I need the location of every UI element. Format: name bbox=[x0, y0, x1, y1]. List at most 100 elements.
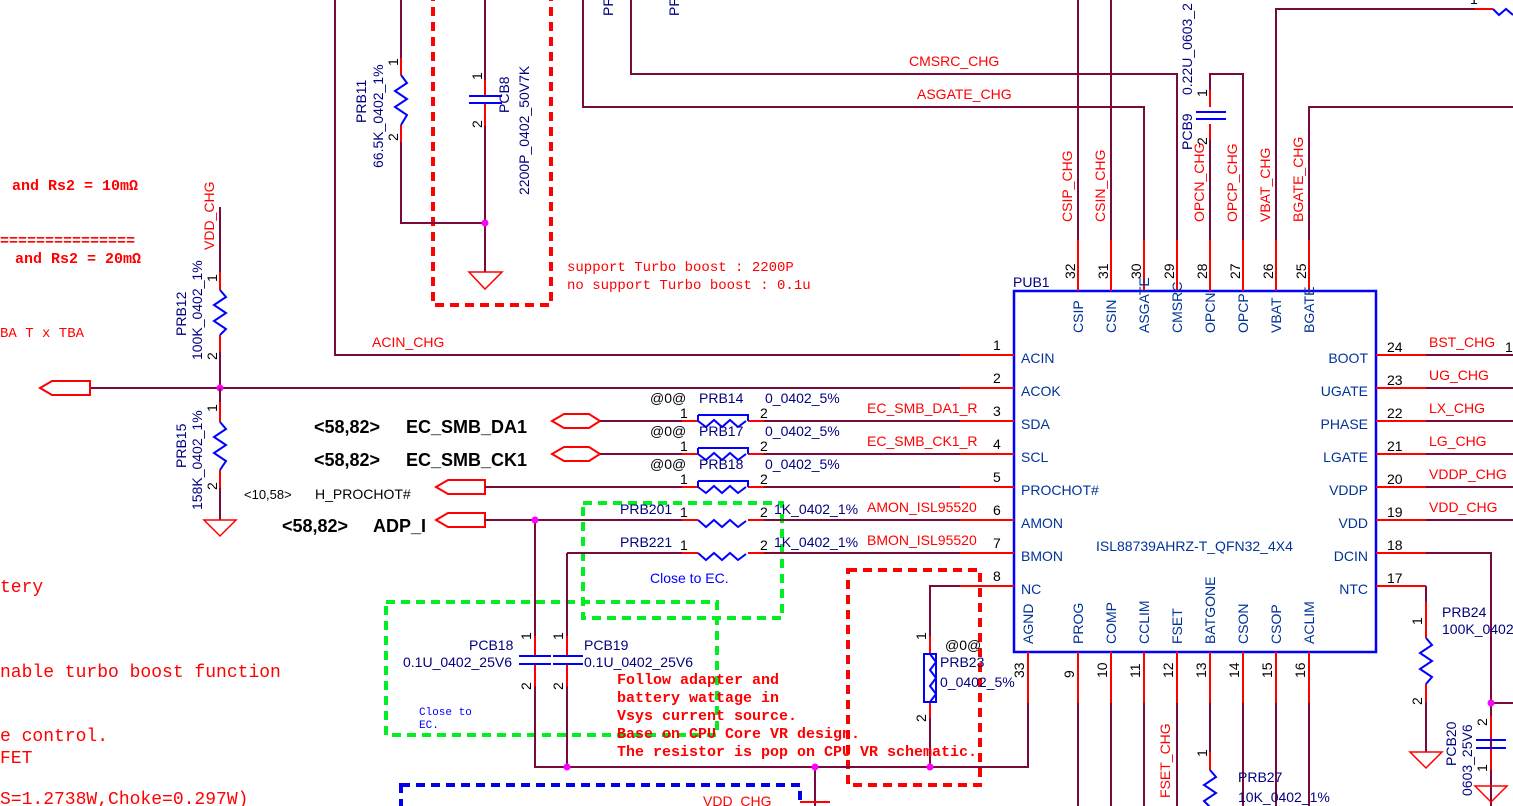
ic-pub1-body bbox=[1012, 289, 1378, 654]
net-label: OPCP_CHG bbox=[1224, 143, 1240, 222]
svg-text:PCB18: PCB18 bbox=[469, 637, 514, 653]
pin-number: 3 bbox=[993, 403, 1001, 419]
svg-text:2: 2 bbox=[1409, 697, 1425, 705]
svg-text:PRB12: PRB12 bbox=[173, 291, 189, 336]
net-amon: AMON_ISL95520 bbox=[867, 499, 977, 515]
pin-name: BATGONE bbox=[1202, 577, 1218, 644]
net-acin-chg: ACIN_CHG bbox=[372, 334, 444, 350]
pin-number: 20 bbox=[1387, 471, 1403, 487]
svg-text:PRB14: PRB14 bbox=[699, 390, 744, 406]
svg-text:2: 2 bbox=[204, 352, 220, 360]
pin-name: LGATE bbox=[1323, 449, 1368, 465]
pin-name: VBAT bbox=[1268, 297, 1284, 333]
svg-text:PRB201: PRB201 bbox=[620, 501, 672, 517]
pin-name: NTC bbox=[1339, 581, 1368, 597]
net-label: BGATE_CHG bbox=[1290, 137, 1306, 222]
acok-port-connector bbox=[38, 380, 91, 396]
pin-number: 6 bbox=[993, 502, 1001, 518]
svg-text:100K_0402_1%: 100K_0402_1% bbox=[189, 260, 205, 360]
pin-number: 31 bbox=[1095, 263, 1111, 279]
net-vdd-chg-left: VDD_CHG bbox=[201, 182, 217, 250]
pin-number: 22 bbox=[1387, 405, 1403, 421]
capacitor-pcb18: PCB18 0.1U_0402_25V6 1 2 bbox=[403, 632, 551, 690]
bottom-bus bbox=[534, 520, 1029, 806]
pin-name: SDA bbox=[1021, 416, 1050, 432]
svg-text:1: 1 bbox=[913, 632, 929, 640]
pin-number: 8 bbox=[993, 568, 1001, 584]
pin-name: VDDP bbox=[1329, 482, 1368, 498]
svg-text:battery wattage in: battery wattage in bbox=[617, 690, 779, 707]
ground-icon bbox=[467, 271, 504, 291]
svg-text:1K_0402_1%: 1K_0402_1% bbox=[774, 501, 858, 517]
svg-text:2200P_0402_50V7K: 2200P_0402_50V7K bbox=[516, 65, 532, 195]
pin-number: 27 bbox=[1227, 263, 1243, 279]
pin-number: 26 bbox=[1260, 263, 1276, 279]
svg-text:1: 1 bbox=[680, 438, 688, 454]
svg-text:1: 1 bbox=[385, 58, 401, 66]
note-follow-adapter: Follow adapter and battery wattage in Vs… bbox=[617, 672, 977, 761]
pin-number: 14 bbox=[1226, 662, 1242, 678]
pin-number: 7 bbox=[993, 535, 1001, 551]
pin-name: CSIN bbox=[1103, 300, 1119, 333]
net-fset-chg: FSET_CHG bbox=[1157, 723, 1173, 798]
net-vdd-chg-bottom: VDD_CHG bbox=[703, 793, 771, 806]
pin-number: 10 bbox=[1094, 662, 1110, 678]
pin-number: 25 bbox=[1293, 263, 1309, 279]
close-to-ec-box bbox=[581, 501, 784, 620]
note-close-ec-2: Close to bbox=[419, 707, 472, 719]
port-ck1-ref: <58,82> bbox=[314, 450, 380, 470]
svg-text:158K_0402_1%: 158K_0402_1% bbox=[189, 410, 205, 510]
pin-name: ACLIM bbox=[1301, 601, 1317, 644]
net-label: VDDP_CHG bbox=[1429, 466, 1507, 482]
svg-text:2: 2 bbox=[550, 682, 566, 690]
pin-name: NC bbox=[1021, 581, 1041, 597]
vdd-section-box bbox=[399, 783, 802, 806]
svg-text:1: 1 bbox=[518, 632, 534, 640]
svg-text:PRB23: PRB23 bbox=[940, 654, 985, 670]
ground-icon bbox=[1473, 785, 1509, 804]
pin-number: 12 bbox=[1160, 662, 1176, 678]
pin-name: DCIN bbox=[1334, 548, 1368, 564]
signal-wires bbox=[485, 420, 960, 554]
pin-number: 5 bbox=[993, 469, 1001, 485]
net-label: CSIP_CHG bbox=[1059, 150, 1075, 222]
port-prochot-name: H_PROCHOT# bbox=[315, 486, 411, 502]
svg-text:66.5K_0402_1%: 66.5K_0402_1% bbox=[370, 64, 386, 168]
svg-text:Vsys current source.: Vsys current source. bbox=[617, 708, 797, 725]
pin-name: FSET bbox=[1169, 608, 1185, 644]
svg-text:100K_0402: 100K_0402 bbox=[1442, 621, 1513, 637]
svg-text:10K_0402_1%: 10K_0402_1% bbox=[1238, 789, 1330, 805]
pin-name: PROG bbox=[1070, 603, 1086, 644]
pin-number: 18 bbox=[1387, 537, 1403, 553]
junction-dot bbox=[926, 763, 934, 771]
pin-name: OPCN bbox=[1202, 293, 1218, 333]
pin-number: 30 bbox=[1128, 263, 1144, 279]
svg-text:2: 2 bbox=[760, 405, 768, 421]
svg-text:PRB24: PRB24 bbox=[1442, 604, 1487, 620]
port-da1-ref: <58,82> bbox=[314, 417, 380, 437]
net-asgate-chg: ASGATE_CHG bbox=[917, 86, 1012, 102]
svg-text:PRB18: PRB18 bbox=[699, 456, 744, 472]
net-bmon: BMON_ISL95520 bbox=[867, 532, 977, 548]
svg-text:1: 1 bbox=[1409, 617, 1425, 625]
ic-part-number: ISL88739AHRZ-T_QFN32_4X4 bbox=[1096, 538, 1293, 554]
svg-text:@0@: @0@ bbox=[945, 637, 981, 653]
pin-name: PROCHOT# bbox=[1021, 482, 1099, 498]
note-close-to-ec: Close to EC. bbox=[650, 570, 729, 586]
svg-text:1: 1 bbox=[204, 404, 220, 412]
resistor-prb15: PRB15 158K_0402_1% 1 2 bbox=[173, 388, 238, 538]
resistor-prb27: 1 PRB27 10K_0402_1% bbox=[1194, 749, 1330, 806]
capacitor-pcb19: PCB19 0.1U_0402_25V6 1 2 bbox=[550, 632, 693, 690]
pin-number: 29 bbox=[1161, 263, 1177, 279]
svg-text:2: 2 bbox=[760, 537, 768, 553]
svg-text:2: 2 bbox=[385, 133, 401, 141]
pin-name: AGND bbox=[1020, 604, 1036, 644]
svg-text:PCB20: PCB20 bbox=[1443, 721, 1459, 766]
pin-number: 11 bbox=[1127, 663, 1143, 678]
svg-text:PRB15: PRB15 bbox=[173, 423, 189, 468]
pin-name: CSOP bbox=[1268, 604, 1284, 644]
note-rs2-20: and Rs2 = 20mΩ bbox=[15, 251, 141, 268]
svg-text:PCB19: PCB19 bbox=[584, 637, 629, 653]
